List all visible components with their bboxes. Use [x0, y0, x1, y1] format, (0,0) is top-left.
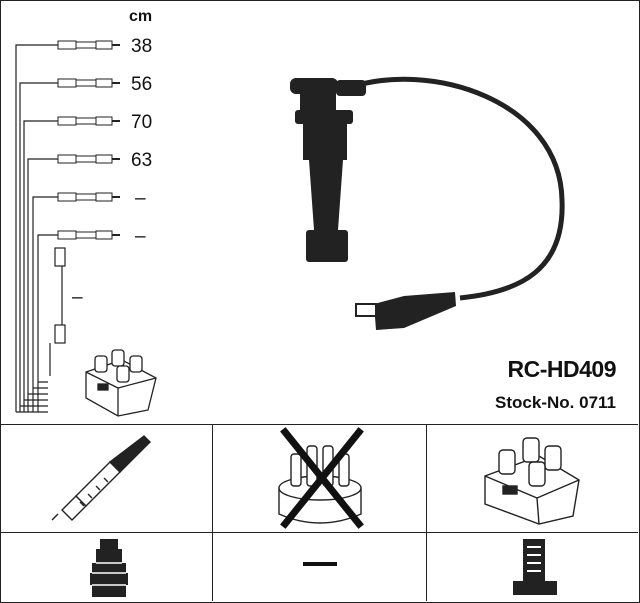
distributor-cap-crossed-icon: [278, 427, 364, 529]
lead-connector-3: [57, 116, 113, 126]
boot-connector-icon: [90, 539, 128, 597]
lead-length-1: 38: [131, 36, 153, 57]
cell-boot-connector: [0, 533, 213, 601]
coil-boot-lead-illustration: [290, 76, 565, 330]
lead-length-6: –: [135, 226, 146, 247]
product-header-panel: cm 38 56 70 63 – – – RC-HD409 Stock-No. …: [0, 8, 638, 425]
lead-length-4: 63: [131, 150, 153, 171]
terminal-icon: [513, 539, 557, 595]
lead-set-diagram: [15, 40, 565, 417]
lead-length-5: –: [135, 188, 146, 209]
cell-distributor-cap: [213, 424, 427, 533]
lead-length-2: 56: [131, 74, 153, 95]
coil-lead: [49, 247, 66, 376]
coil-lead-length: –: [72, 287, 83, 308]
lead-connector-4: [57, 154, 113, 164]
lead-connector-5: [57, 192, 113, 202]
small-coil-pack-icon: [85, 349, 157, 417]
stock-number: Stock-No. 0711: [495, 393, 616, 412]
unit-label: cm: [129, 8, 153, 25]
part-number: RC-HD409: [507, 356, 617, 382]
cell-spark-plug: [0, 424, 213, 533]
cell-ignition-coil-none: –: [213, 533, 427, 601]
coil-pack-icon: [484, 437, 580, 525]
cell-terminal: [427, 533, 638, 601]
no-item-dash: [302, 561, 337, 566]
spark-plug-icon: [51, 435, 151, 521]
lead-connector-6: [57, 230, 113, 240]
cell-coil-pack: [427, 424, 638, 533]
lead-connector-1: [57, 40, 113, 50]
lead-connector-2: [57, 78, 113, 88]
lead-length-3: 70: [131, 112, 153, 133]
